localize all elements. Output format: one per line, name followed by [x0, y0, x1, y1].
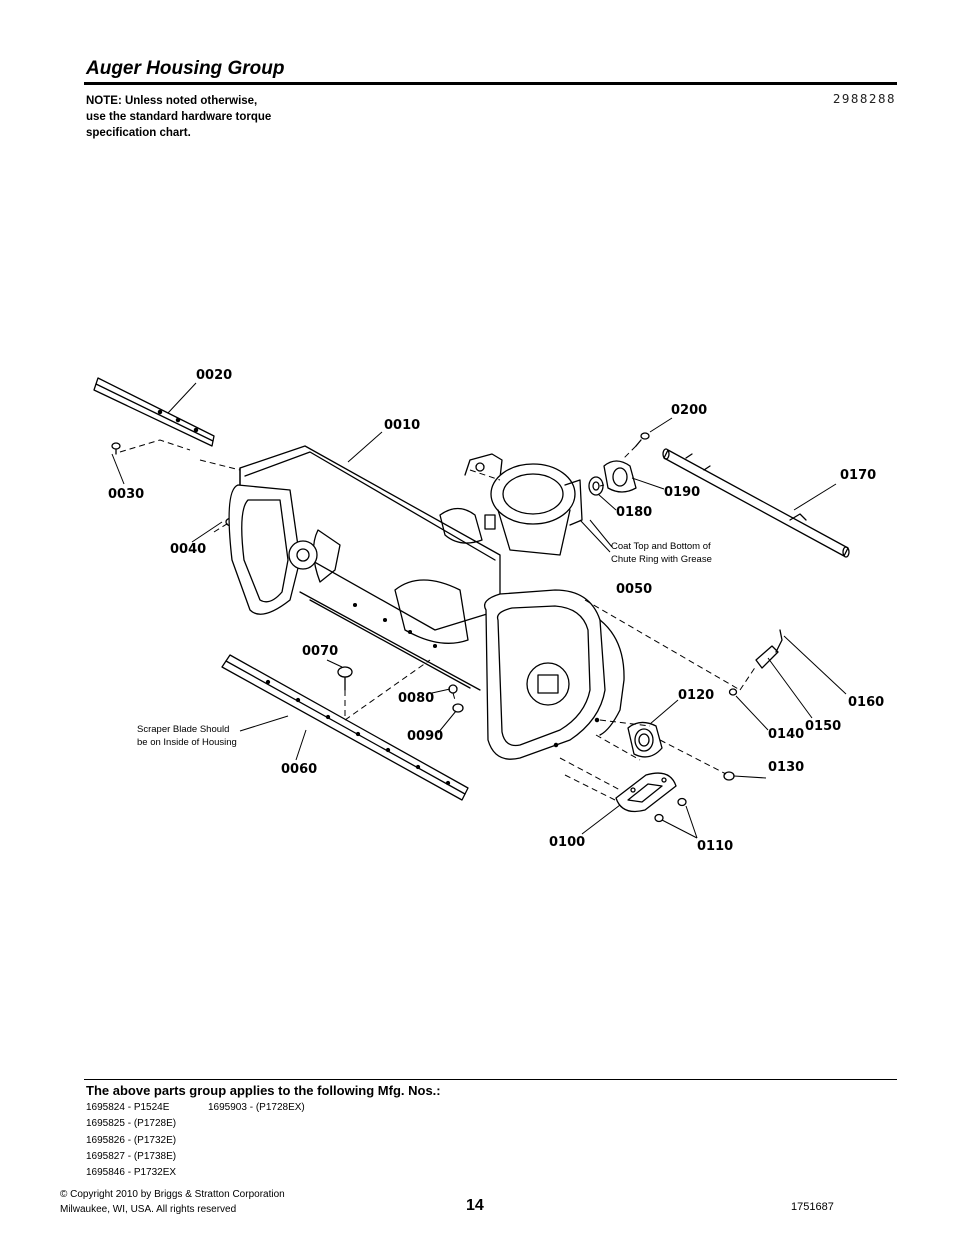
- mfg-number-item: 1695826 - (P1732E): [86, 1134, 177, 1146]
- scraper-note-line: be on Inside of Housing: [137, 737, 237, 748]
- callout-0040: 0040: [170, 542, 206, 557]
- flange-nut-part: [452, 703, 464, 713]
- mfg-number-item: 1695827 - (P1738E): [86, 1150, 177, 1162]
- mfg-number-item: 1695825 - (P1728E): [86, 1118, 177, 1130]
- hex-bolt-part: [635, 432, 650, 447]
- mfg-number-item: 1695846 - P1732EX: [86, 1167, 177, 1179]
- lock-nut-part: [728, 688, 738, 696]
- grease-note-line: Coat Top and Bottom of: [611, 541, 711, 552]
- exploded-parts-diagram: 0020 0010 0200 0170 0030 0190 0180 0040 …: [93, 368, 884, 854]
- bearing-flange-part: [627, 721, 663, 758]
- skid-shoe-part: [615, 772, 677, 813]
- page-number: 14: [466, 1197, 484, 1214]
- callout-0130: 0130: [768, 760, 804, 775]
- copyright-line: © Copyright 2010 by Briggs & Stratton Co…: [60, 1189, 285, 1200]
- drawing-number: 2988288: [832, 91, 896, 106]
- flat-washer-part: [448, 684, 458, 694]
- hex-nut-part: [654, 797, 687, 823]
- leader-lines: [111, 382, 847, 839]
- clevis-pin-part: [755, 645, 779, 669]
- callout-0060: 0060: [281, 762, 317, 777]
- page-title: Auger Housing Group: [86, 58, 285, 79]
- callout-0140: 0140: [768, 727, 804, 742]
- callout-0070: 0070: [302, 644, 338, 659]
- callout-0190: 0190: [664, 485, 700, 500]
- torque-note-line: specification chart.: [86, 127, 191, 139]
- callout-0010: 0010: [384, 418, 420, 433]
- callout-0180: 0180: [616, 505, 652, 520]
- mfg-number-list: 1695824 - P1524E 1695825 - (P1728E) 1695…: [86, 1100, 176, 1181]
- callout-0110: 0110: [697, 839, 733, 854]
- torque-note: NOTE: Unless noted otherwise, use the st…: [86, 93, 271, 141]
- callout-0160: 0160: [848, 695, 884, 710]
- auger-housing-part: [228, 445, 625, 760]
- auger-shaft-part: [662, 448, 850, 558]
- assembly-lines: [119, 439, 757, 801]
- bearing-flange-part: [603, 460, 637, 493]
- callout-0170: 0170: [840, 468, 876, 483]
- mfg-number-item: 1695824 - P1524E: [86, 1102, 170, 1113]
- callout-0080: 0080: [398, 691, 434, 706]
- callout-0090: 0090: [407, 729, 443, 744]
- copyright-line: Milwaukee, WI, USA. All rights reserved: [60, 1204, 237, 1215]
- carriage-bolt-part: [111, 442, 121, 455]
- scraper-note-line: Scraper Blade Should: [137, 724, 229, 735]
- callout-0020: 0020: [196, 368, 232, 383]
- hairpin-clip-part: [775, 629, 783, 653]
- copyright-notice: © Copyright 2010 by Briggs & Stratton Co…: [60, 1187, 285, 1217]
- grease-note-line: Chute Ring with Grease: [611, 554, 712, 565]
- bearing-part: [588, 476, 604, 496]
- footer-rule: [84, 1079, 897, 1080]
- callout-0200: 0200: [671, 403, 707, 418]
- shave-plate-part: [93, 377, 215, 447]
- carriage-bolt-part: [337, 666, 353, 691]
- applies-title: The above parts group applies to the fol…: [86, 1083, 441, 1098]
- header-rule: [84, 82, 897, 85]
- callout-0120: 0120: [678, 688, 714, 703]
- chute-ring-part: [439, 453, 583, 556]
- document-number: 1751687: [791, 1201, 834, 1213]
- scraper-blade-part: [221, 654, 469, 801]
- mfg-number-item: 1695903 - (P1728EX): [208, 1102, 305, 1113]
- callout-0030: 0030: [108, 487, 144, 502]
- callout-0050: 0050: [616, 582, 652, 597]
- torque-note-line: NOTE: Unless noted otherwise,: [86, 95, 258, 107]
- mfg-number-list: 1695903 - (P1728EX): [208, 1100, 305, 1116]
- callout-0150: 0150: [805, 719, 841, 734]
- torque-note-line: use the standard hardware torque: [86, 111, 272, 123]
- callout-0100: 0100: [549, 835, 585, 850]
